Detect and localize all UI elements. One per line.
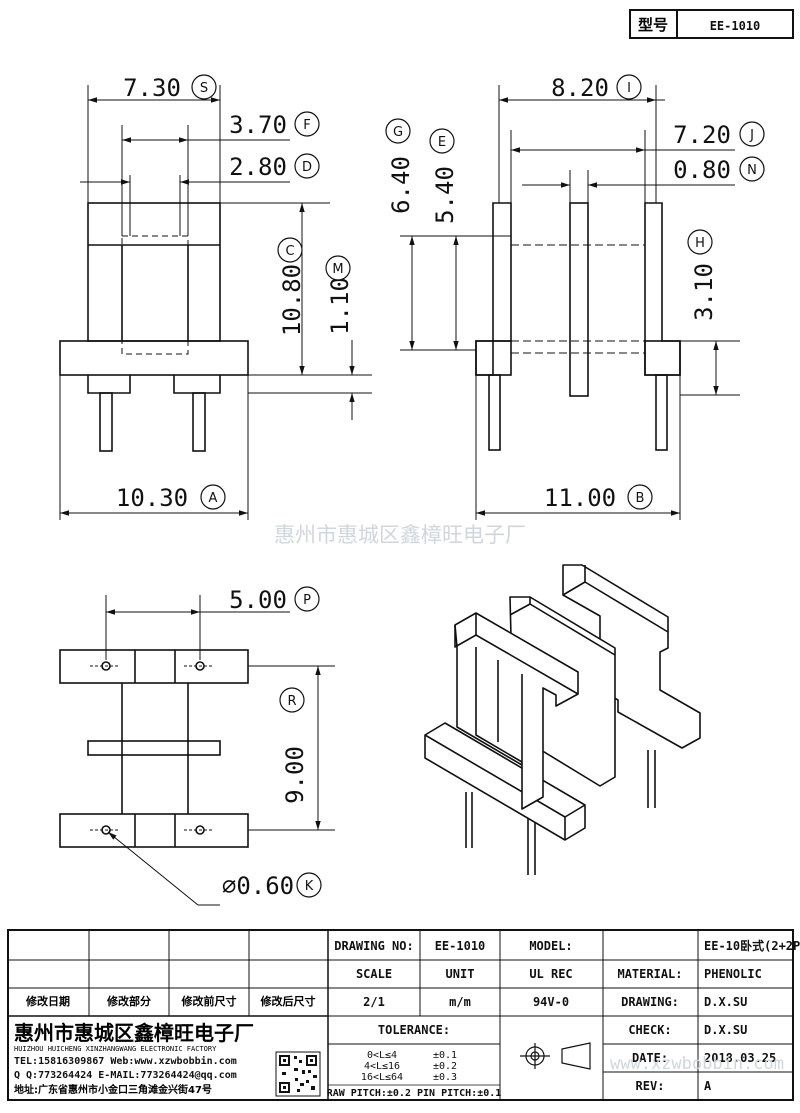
date-label: DATE: bbox=[632, 1051, 668, 1065]
tag-S: S bbox=[200, 81, 208, 96]
dim-C-value: 10.80 bbox=[278, 264, 306, 336]
company-tel: TEL:15816309867 Web:www.xzwbobbin.com bbox=[14, 1055, 237, 1067]
company-qq: Q Q:773264424 E-MAIL:773264424@qq.com bbox=[14, 1070, 237, 1081]
material-label: MATERIAL: bbox=[617, 967, 682, 981]
tol-value-1: ±0.1 bbox=[433, 1050, 457, 1061]
projection-symbol-icon bbox=[520, 1042, 591, 1070]
title-block-text: DRAWING NO: EE-1010 MODEL: EE-10卧式(2+2PI… bbox=[25, 938, 800, 1099]
dim-S-value: 7.30 bbox=[123, 74, 181, 102]
material-value: PHENOLIC bbox=[704, 967, 762, 981]
tag-N: N bbox=[747, 163, 757, 178]
bottom-view-dims bbox=[106, 609, 321, 906]
isometric-view bbox=[424, 564, 701, 875]
header-model: EE-1010 bbox=[710, 19, 761, 33]
company-name-zh: 惠州市惠城区鑫樟旺电子厂 bbox=[14, 1021, 254, 1045]
tag-R: R bbox=[287, 694, 296, 709]
tag-I: I bbox=[627, 81, 631, 96]
rev-header-after: 修改后尺寸 bbox=[260, 994, 316, 1008]
dim-R-value: 9.00 bbox=[281, 746, 309, 804]
rev-value: A bbox=[704, 1079, 712, 1093]
scale-value: 2/1 bbox=[363, 995, 385, 1009]
rev-label: REV: bbox=[636, 1079, 665, 1093]
tag-J: J bbox=[749, 128, 754, 143]
company-address: 地址:广东省惠州市小金口三角滩金兴街47号 bbox=[14, 1083, 212, 1096]
tag-H: H bbox=[695, 236, 705, 251]
check-value: D.X.SU bbox=[704, 1023, 747, 1037]
date-value: 2018.03.25 bbox=[704, 1051, 776, 1065]
model-label: MODEL: bbox=[529, 939, 572, 953]
tol-range-3: 16<L≤64 bbox=[361, 1072, 403, 1083]
dim-P-value: 5.00 bbox=[229, 586, 287, 614]
pitch-note: RAW PITCH:±0.2 PIN PITCH:±0.1 bbox=[327, 1088, 502, 1099]
drawing-label: DRAWING: bbox=[621, 995, 679, 1009]
side-view bbox=[400, 85, 740, 520]
tag-P: P bbox=[303, 593, 311, 608]
front-view bbox=[59, 85, 372, 520]
tag-A: A bbox=[209, 491, 218, 506]
dim-A-value: 10.30 bbox=[116, 484, 188, 512]
dim-G-value: 6.40 bbox=[387, 156, 415, 214]
header-label: 型号 bbox=[638, 16, 668, 34]
company-block: 惠州市惠城区鑫樟旺电子厂 HUIZHOU HUICHENG XINZHANGWA… bbox=[14, 1021, 254, 1096]
qr-code-icon bbox=[275, 1051, 321, 1097]
unit-label: UNIT bbox=[446, 967, 475, 981]
dimension-tags bbox=[191, 74, 765, 898]
side-view-dims bbox=[409, 97, 735, 516]
tag-M: M bbox=[332, 262, 343, 277]
header-box: 型号 EE-1010 bbox=[629, 9, 794, 39]
tol-range-1: 0<L≤4 bbox=[367, 1050, 397, 1061]
tol-range-2: 4<L≤16 bbox=[364, 1061, 400, 1072]
tag-E: E bbox=[438, 135, 446, 150]
company-name-en: HUIZHOU HUICHENG XINZHANGWANG ELECTRONIC… bbox=[14, 1045, 217, 1053]
front-view-dims bbox=[60, 97, 355, 516]
rev-header-date: 修改日期 bbox=[25, 994, 70, 1008]
ul-rec-label: UL REC bbox=[529, 967, 572, 981]
dim-K-value: ∅0.60 bbox=[222, 872, 294, 900]
drawing-no-value: EE-1010 bbox=[435, 939, 486, 953]
dim-M-value: 1.10 bbox=[326, 277, 354, 335]
tag-G: G bbox=[393, 125, 403, 140]
unit-value: m/m bbox=[449, 995, 471, 1009]
dim-D-value: 2.80 bbox=[229, 153, 287, 181]
rev-header-before: 修改前尺寸 bbox=[181, 994, 237, 1008]
tag-D: D bbox=[302, 160, 312, 175]
watermark: 惠州市惠城区鑫樟旺电子厂 bbox=[274, 523, 526, 547]
dimension-labels: 7.30 3.70 2.80 10.30 8.20 7.20 0.80 11.0… bbox=[116, 74, 731, 900]
tag-C: C bbox=[285, 244, 294, 259]
tag-K: K bbox=[305, 879, 314, 894]
check-label: CHECK: bbox=[628, 1023, 671, 1037]
drawing-no-label: DRAWING NO: bbox=[334, 939, 413, 953]
tolerance-label: TOLERANCE: bbox=[378, 1023, 450, 1037]
tag-F: F bbox=[303, 118, 310, 133]
tag-B: B bbox=[636, 491, 645, 506]
dim-E-value: 5.40 bbox=[431, 166, 459, 224]
bottom-view bbox=[59, 595, 335, 848]
tol-value-2: ±0.2 bbox=[433, 1061, 457, 1072]
scale-label: SCALE bbox=[356, 967, 392, 981]
dim-F-value: 3.70 bbox=[229, 111, 287, 139]
dimension-tag-letters: S F D C M A I J N G E H B P R K bbox=[200, 81, 757, 894]
watermark-url: www.xzwbobbin.com bbox=[610, 1054, 784, 1074]
drawing-value: D.X.SU bbox=[704, 995, 747, 1009]
rev-header-part: 修改部分 bbox=[106, 994, 151, 1008]
dim-J-value: 7.20 bbox=[673, 121, 731, 149]
dim-I-value: 8.20 bbox=[551, 74, 609, 102]
dim-B-value: 11.00 bbox=[544, 484, 616, 512]
dim-N-value: 0.80 bbox=[673, 156, 731, 184]
tol-value-3: ±0.3 bbox=[433, 1072, 457, 1083]
title-block bbox=[7, 929, 794, 1101]
dim-H-value: 3.10 bbox=[690, 263, 718, 321]
ul-rec-value: 94V-0 bbox=[533, 995, 569, 1009]
